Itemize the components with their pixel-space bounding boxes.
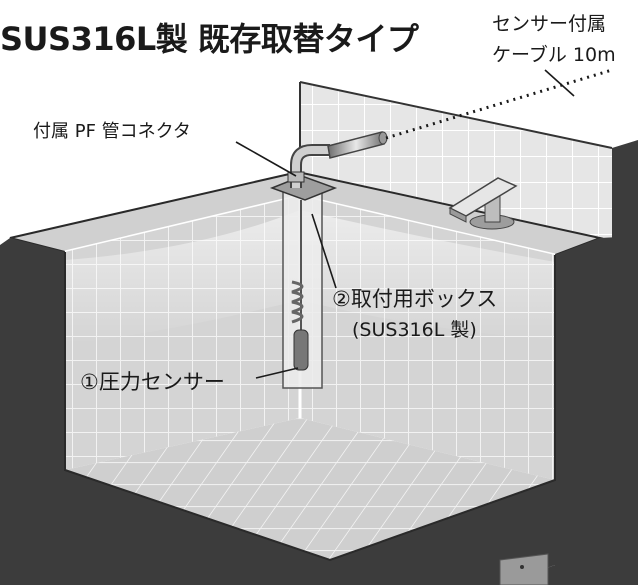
tank-left-wall xyxy=(0,238,330,585)
cable-label-line1: センサー付属 xyxy=(492,13,607,35)
pressure-sensor xyxy=(291,200,309,371)
pressure-sensor-label: ①圧力センサー xyxy=(80,370,225,394)
page-title: SUS316L製 既存取替タイプ xyxy=(0,20,419,58)
outer-tiled-wall xyxy=(299,81,638,260)
connector-leader-line xyxy=(235,141,297,177)
sensor-leader-line xyxy=(255,367,299,379)
cable-label-line2: ケーブル 10m xyxy=(492,44,616,66)
tank-right-wall xyxy=(500,236,638,585)
mounting-box-material-label: (SUS316L 製) xyxy=(352,319,477,341)
mounting-box-label: ②取付用ボックス xyxy=(332,287,498,311)
box-leader-line xyxy=(311,213,337,289)
cable-leader-line xyxy=(544,69,575,97)
sensor-cable xyxy=(385,68,613,140)
small-lid xyxy=(499,553,549,585)
tank-floor xyxy=(65,418,555,560)
connector-label: 付属 PF 管コネクタ xyxy=(33,121,191,142)
pf-pipe xyxy=(287,131,388,188)
faucet-fixture xyxy=(448,177,518,230)
